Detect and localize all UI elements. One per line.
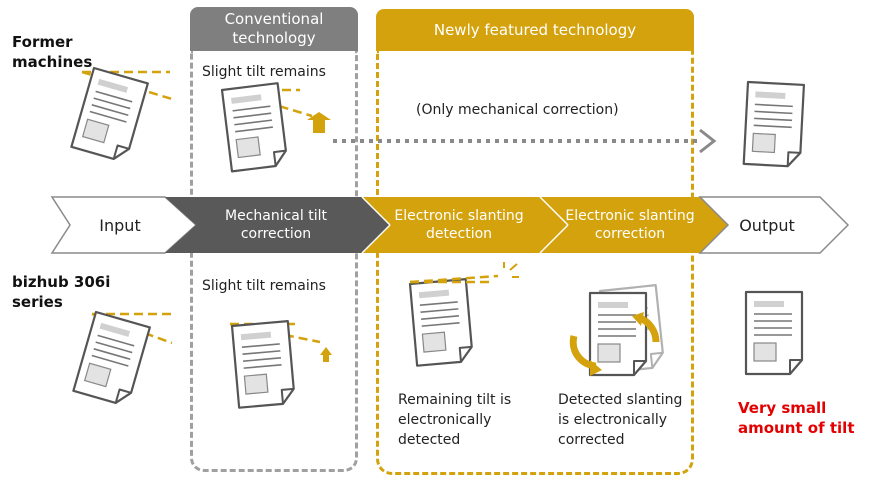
newly-featured-panel (376, 50, 694, 475)
step-mechanical-shape (165, 197, 390, 253)
step-correction-label: Electronic slanting correction (565, 208, 695, 242)
dotted-arrow (333, 128, 717, 154)
former-output-document-icon (742, 80, 806, 168)
correction-document-icon (569, 284, 666, 377)
row-title-bizhub: bizhub 306i series (12, 273, 111, 311)
slight-tilt-note-bottom: Slight tilt remains (202, 278, 326, 294)
step-correction-shape (540, 197, 728, 253)
former-input-document-icon (70, 66, 173, 164)
bizhub-output-document-icon (744, 290, 804, 376)
conventional-panel (190, 50, 358, 472)
conventional-header-label: Conventional technology (224, 10, 324, 47)
step-output-label: Output (739, 215, 795, 235)
detection-document-icon (408, 262, 519, 367)
process-flow (50, 196, 850, 254)
result-caption: Very small amount of tilt (738, 399, 855, 437)
step-input-label: Input (99, 215, 141, 235)
conventional-header: Conventional technology (190, 7, 358, 51)
bizhub-mechanical-document-icon (229, 320, 332, 409)
only-mechanical-note: (Only mechanical correction) (416, 102, 619, 118)
row-title-former: Former machines (12, 33, 93, 71)
step-detection-shape (362, 197, 568, 253)
remaining-tilt-caption: Remaining tilt is electronically detecte… (398, 392, 512, 448)
bizhub-input-document-icon (72, 310, 173, 408)
former-mechanical-document-icon (220, 82, 331, 173)
slight-tilt-note-top: Slight tilt remains (202, 64, 326, 80)
step-mechanical-label: Mechanical tilt correction (225, 208, 327, 242)
newly-featured-header: Newly featured technology (376, 9, 694, 51)
step-detection-label: Electronic slanting detection (394, 208, 524, 242)
detected-slanting-caption: Detected slanting is electronically corr… (558, 392, 683, 448)
step-output-shape (698, 196, 850, 254)
newly-featured-header-label: Newly featured technology (433, 21, 637, 39)
